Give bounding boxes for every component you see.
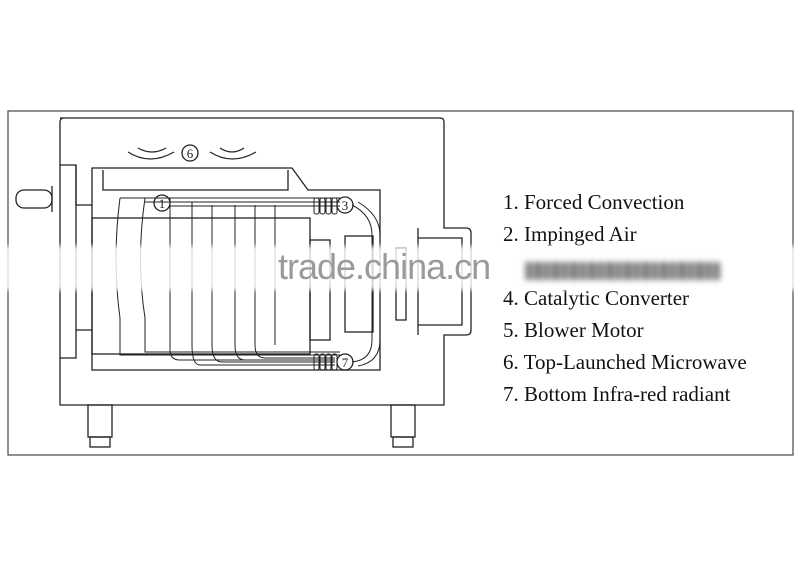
top-shelf [102, 170, 289, 191]
legend-item-6: 6. Top-Launched Microwave [503, 350, 747, 374]
svg-text:1: 1 [159, 196, 166, 211]
blower-motor [309, 239, 331, 341]
foot-left [87, 404, 113, 438]
legend-item-4: 4. Catalytic Converter [503, 286, 690, 310]
cavity [91, 167, 381, 371]
legend-item-5: 5. Blower Motor [503, 318, 644, 342]
knob [15, 189, 53, 209]
callout-7: 7 [336, 353, 354, 371]
callout-3: 3 [336, 196, 354, 214]
svg-text:7: 7 [342, 355, 349, 370]
watermark: trade.china.cn [278, 246, 491, 287]
legend-item-1: 1. Forced Convection [503, 190, 685, 214]
legend-item-7: 7. Bottom Infra-red radiant [503, 382, 731, 406]
oven-body [59, 117, 472, 406]
microwave-waves [127, 147, 257, 160]
svg-text:3: 3 [342, 198, 349, 213]
legend-item-2: 2. Impinged Air [503, 222, 637, 246]
obscured-legend-item [525, 262, 720, 280]
svg-text:6: 6 [187, 146, 194, 161]
legend: 1. Forced Convection 2. Impinged Air 4. … [503, 186, 747, 410]
foot-right [390, 404, 416, 438]
callout-6: 6 [181, 144, 199, 162]
callout-1: 1 [153, 194, 171, 212]
